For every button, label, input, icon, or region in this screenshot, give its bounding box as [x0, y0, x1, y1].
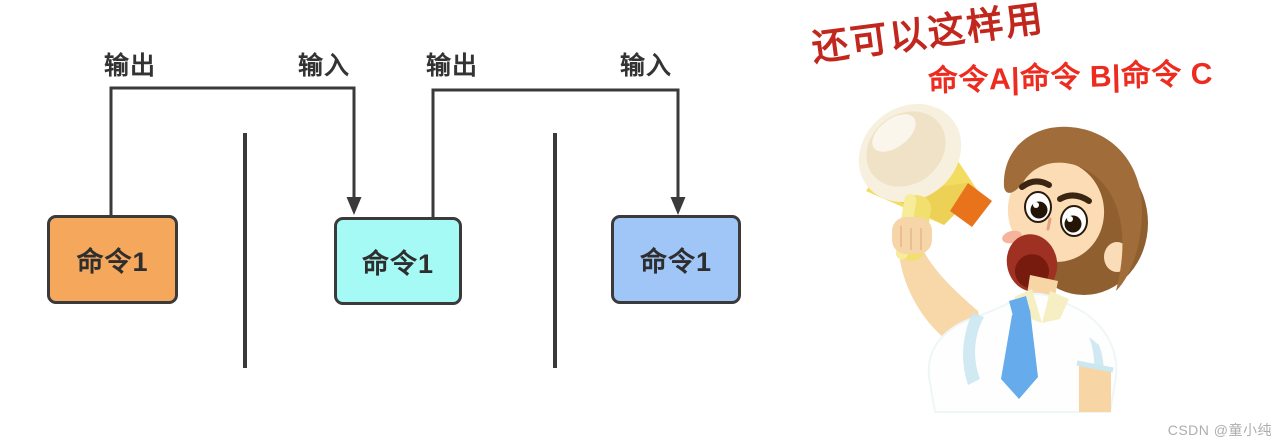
- tie: [1001, 296, 1038, 399]
- command-box-1: 命令1: [47, 215, 178, 304]
- flow-label-input-1: 输入: [298, 52, 351, 80]
- boy-megaphone-illustration: [858, 103, 1148, 413]
- watermark: CSDN @童小纯: [1167, 422, 1272, 438]
- flow-arrow-2-line: [431, 88, 680, 217]
- nose: [1046, 217, 1052, 231]
- eyebrow-left: [1019, 178, 1052, 190]
- megaphone-icon: [858, 103, 992, 261]
- eye-left: [1024, 191, 1052, 223]
- annotation-title: 还可以这样用: [809, 0, 1047, 69]
- flow-label-output-1: 输出: [104, 52, 157, 80]
- flow-label-input-2: 输入: [620, 52, 673, 80]
- command-box-3-label: 命令1: [639, 247, 713, 277]
- flow-arrow-1-head: [346, 197, 362, 215]
- megaphone-tip: [950, 183, 992, 227]
- eye-right: [1060, 205, 1088, 237]
- hand: [892, 217, 932, 254]
- flow-arrow-1-line: [109, 86, 356, 215]
- collar-right: [1042, 291, 1069, 323]
- arm-right: [1079, 363, 1111, 412]
- hair-fringe: [1003, 126, 1143, 291]
- diagram-lines: [109, 86, 686, 368]
- head: [1002, 126, 1148, 295]
- flow-arrow-2-head: [670, 197, 686, 215]
- command-box-2: 命令1: [334, 217, 462, 305]
- flow-label-output-2: 输出: [426, 52, 479, 80]
- command-box-2-label: 命令1: [361, 248, 435, 279]
- eyebrow-right: [1057, 192, 1092, 204]
- command-box-1-label: 命令1: [76, 247, 149, 277]
- command-box-3: 命令1: [611, 215, 741, 304]
- annotation-command: 命令A|命令 B|命令 C: [927, 57, 1214, 98]
